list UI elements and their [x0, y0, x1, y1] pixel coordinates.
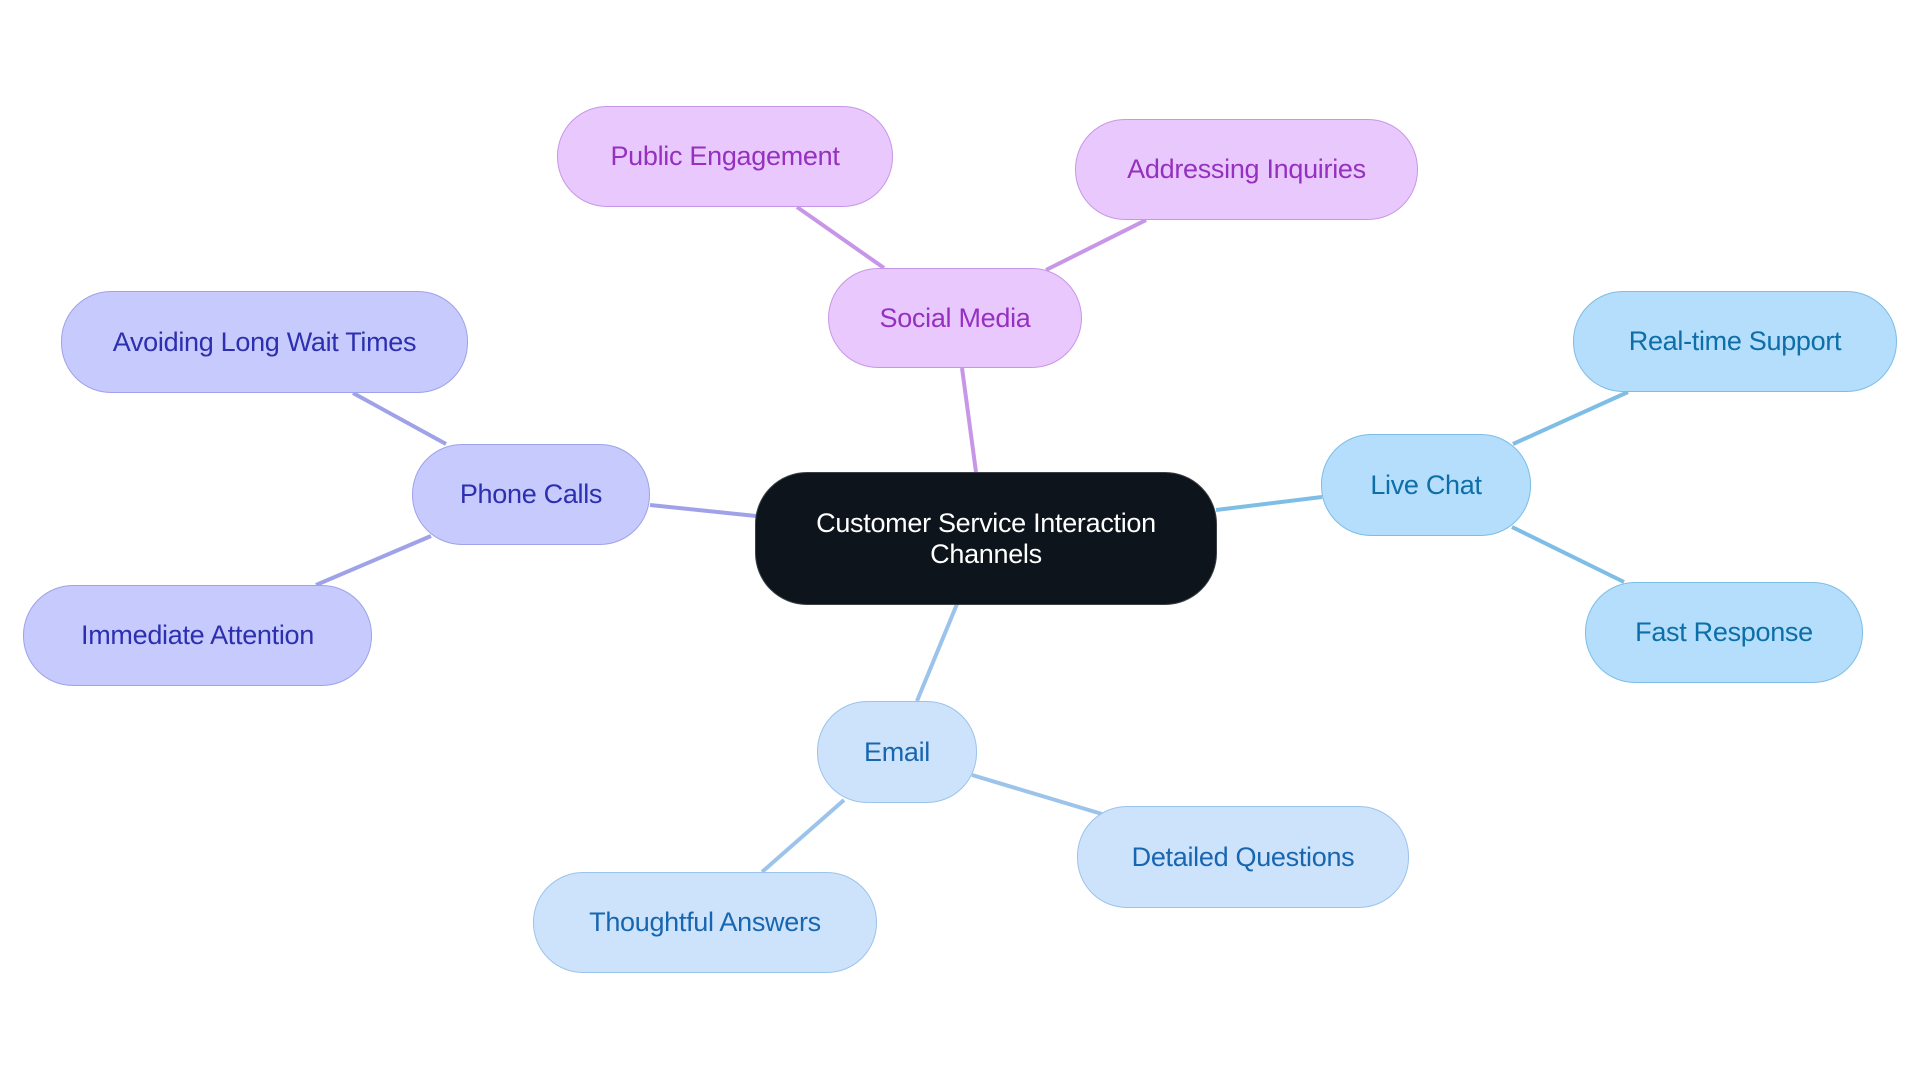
leaf-avoiding-long-wait-times-label: Avoiding Long Wait Times: [112, 326, 417, 357]
leaf-public-engagement[interactable]: Public Engagement: [557, 106, 893, 207]
edge-email-thoughtful-answers: [760, 798, 846, 874]
edge-root-phone-calls: [649, 503, 757, 518]
edge-chat-fast-response: [1511, 525, 1625, 584]
edge-phone-avoiding-wait: [352, 391, 447, 446]
branch-social-media[interactable]: Social Media: [828, 268, 1082, 368]
branch-social-media-label: Social Media: [879, 302, 1031, 333]
root-node[interactable]: Customer Service Interaction Channels: [755, 472, 1217, 605]
leaf-immediate-attention[interactable]: Immediate Attention: [23, 585, 372, 686]
branch-email[interactable]: Email: [817, 701, 977, 803]
edge-chat-realtime-support: [1512, 390, 1629, 446]
leaf-detailed-questions-label: Detailed Questions: [1131, 841, 1355, 872]
branch-email-label: Email: [863, 736, 930, 767]
edge-social-addressing-inquiries: [1045, 218, 1147, 272]
leaf-thoughtful-answers[interactable]: Thoughtful Answers: [533, 872, 877, 973]
leaf-addressing-inquiries-label: Addressing Inquiries: [1127, 154, 1366, 184]
edge-root-email: [915, 603, 959, 702]
edge-root-live-chat: [1215, 495, 1323, 512]
edge-phone-immediate-attention: [315, 534, 432, 587]
branch-phone-calls-label: Phone Calls: [459, 479, 603, 509]
edge-social-public-engagement: [795, 205, 886, 270]
leaf-real-time-support[interactable]: Real-time Support: [1573, 291, 1897, 392]
edge-root-social-media: [960, 367, 978, 473]
leaf-detailed-questions[interactable]: Detailed Questions: [1077, 806, 1409, 908]
leaf-immediate-attention-label: Immediate Attention: [81, 620, 314, 650]
edge-email-detailed-questions: [971, 773, 1103, 816]
leaf-public-engagement-label: Public Engagement: [610, 141, 840, 171]
branch-live-chat[interactable]: Live Chat: [1321, 434, 1531, 536]
branch-live-chat-label: Live Chat: [1370, 469, 1482, 500]
leaf-fast-response[interactable]: Fast Response: [1585, 582, 1863, 683]
leaf-thoughtful-answers-label: Thoughtful Answers: [589, 907, 821, 937]
root-node-label: Customer Service Interaction Channels: [816, 507, 1156, 569]
leaf-addressing-inquiries[interactable]: Addressing Inquiries: [1075, 119, 1418, 220]
leaf-real-time-support-label: Real-time Support: [1628, 326, 1842, 356]
branch-phone-calls[interactable]: Phone Calls: [412, 444, 650, 545]
leaf-avoiding-long-wait-times[interactable]: Avoiding Long Wait Times: [61, 291, 468, 393]
leaf-fast-response-label: Fast Response: [1635, 617, 1813, 647]
